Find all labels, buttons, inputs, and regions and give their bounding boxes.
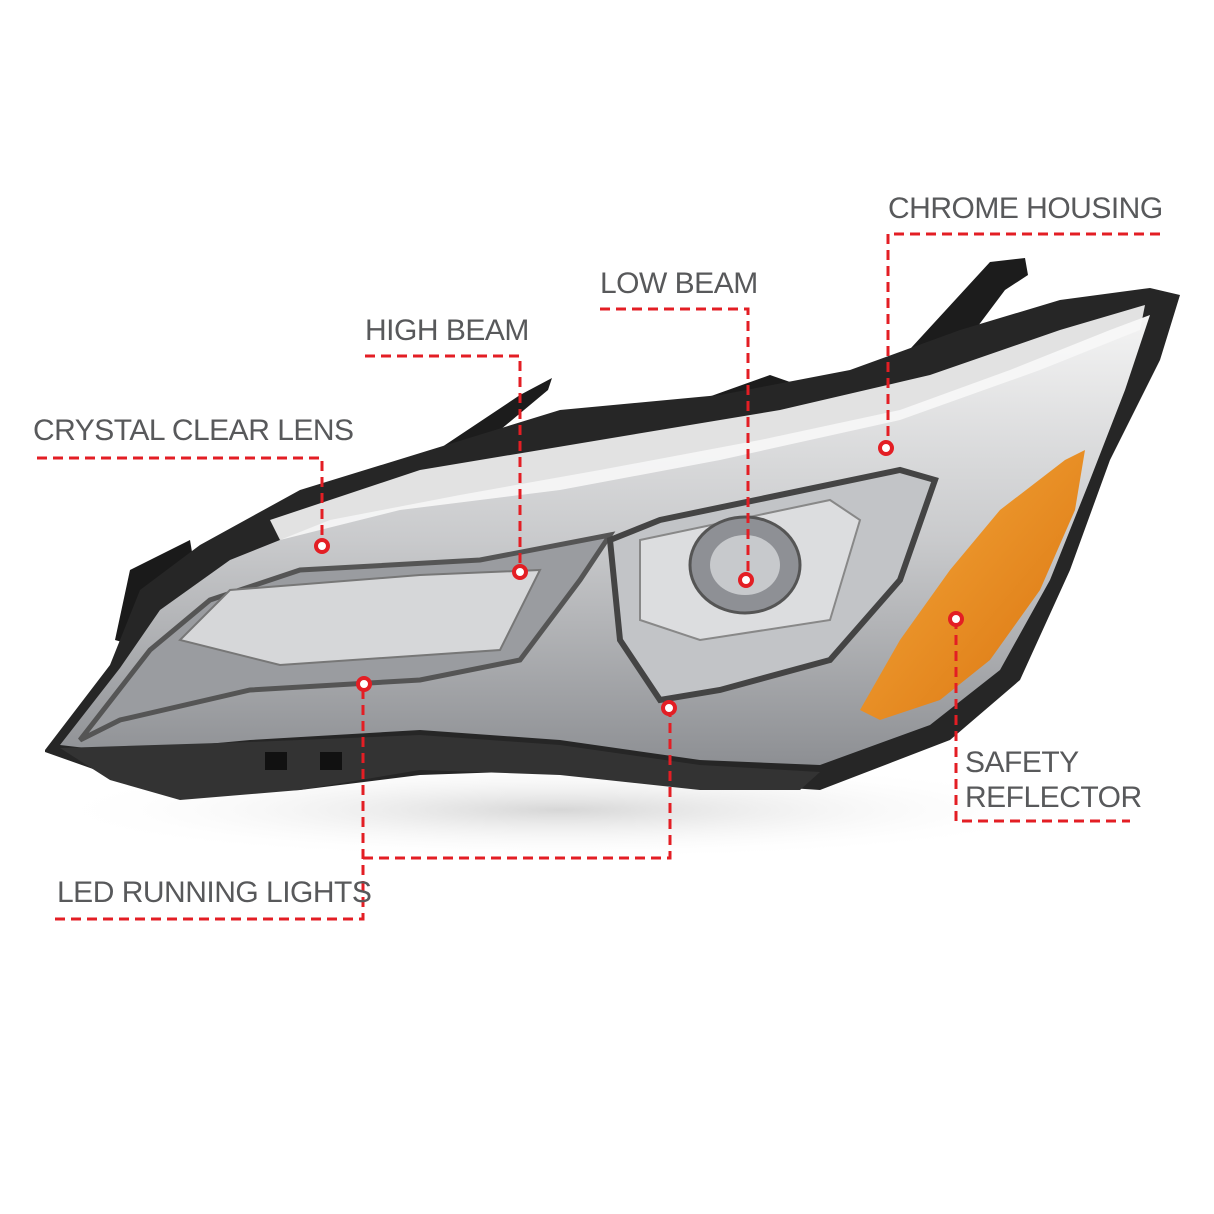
- callout-dots: [314, 440, 964, 716]
- label-high-beam: HIGH BEAM: [365, 314, 529, 347]
- dot-safety-reflector: [948, 611, 964, 627]
- leader-crystal-clear-lens: [37, 456, 324, 546]
- label-crystal-clear-lens: CRYSTAL CLEAR LENS: [33, 414, 354, 447]
- callout-leaders: [37, 232, 1160, 921]
- dot-chrome-housing: [878, 440, 894, 456]
- label-safety-reflector-line2: REFLECTOR: [965, 781, 1142, 814]
- leader-safety-reflector: [954, 619, 1130, 823]
- label-led-running-lights: LED RUNNING LIGHTS: [57, 876, 372, 909]
- dot-led-running-lights-2: [661, 700, 677, 716]
- leader-high-beam: [365, 354, 522, 572]
- dot-crystal-clear-lens: [314, 538, 330, 554]
- label-safety-reflector-line1: SAFETY: [965, 746, 1079, 779]
- label-low-beam: LOW BEAM: [600, 267, 758, 300]
- headlight-image: [45, 258, 1180, 800]
- dot-led-running-lights-1: [356, 676, 372, 692]
- dot-high-beam: [512, 564, 528, 580]
- leader-chrome-housing: [886, 232, 1160, 448]
- leader-led-running-lights-2: [363, 708, 672, 860]
- dot-low-beam: [738, 572, 754, 588]
- label-chrome-housing: CHROME HOUSING: [888, 192, 1163, 225]
- leader-low-beam: [600, 307, 750, 580]
- leader-led-running-lights: [55, 684, 365, 921]
